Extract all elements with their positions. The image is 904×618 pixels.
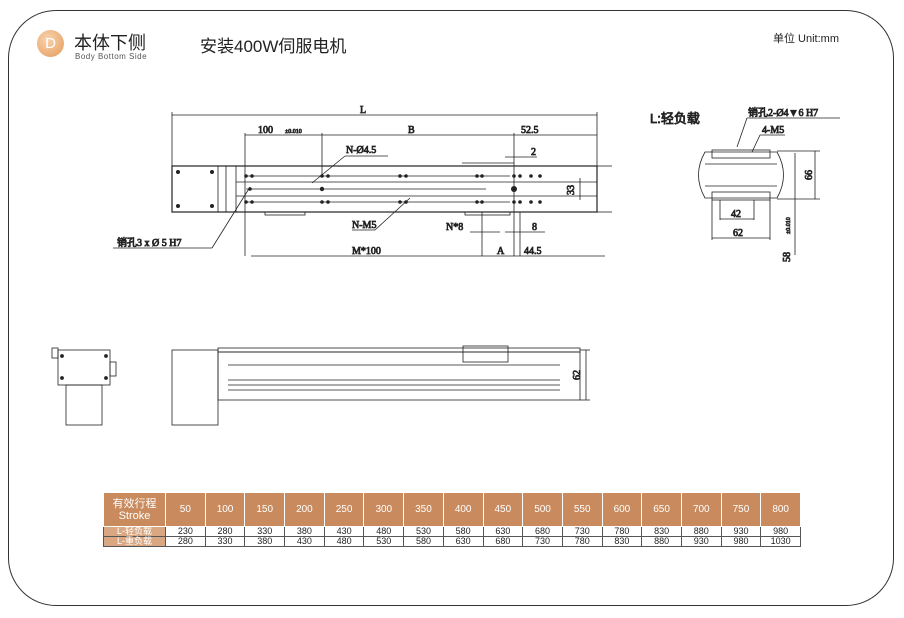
length-cell: 430: [284, 536, 325, 547]
dim-100: 100: [258, 125, 273, 136]
length-cell: 580: [403, 536, 444, 547]
stroke-cell: 800: [760, 492, 801, 527]
stroke-cell: 200: [284, 492, 325, 527]
length-cell: 680: [522, 526, 563, 537]
length-cell: 780: [601, 526, 643, 537]
end-view-title: L:轻负载: [650, 111, 700, 126]
length-cell: 880: [680, 526, 722, 537]
length-cell: 480: [323, 536, 365, 547]
stroke-cell: 600: [601, 492, 643, 527]
section-subtitle: Body Bottom Side: [75, 52, 148, 61]
side-view: [171, 345, 590, 426]
dim-58: 58: [782, 252, 793, 262]
stroke-cell: 750: [720, 492, 762, 527]
dim-A: A: [497, 246, 505, 257]
length-cell: 730: [522, 536, 563, 547]
length-cell: 630: [482, 526, 524, 537]
stroke-cell: 300: [363, 492, 405, 527]
length-cell: 630: [442, 536, 484, 547]
end-pin-label: 销孔2-Ø4▼6 H7: [748, 106, 818, 119]
section-title: 本体下侧: [74, 33, 146, 53]
length-cell: 780: [561, 536, 603, 547]
dim-42: 42: [731, 209, 741, 220]
dim-66: 66: [804, 170, 815, 180]
length-cell: 580: [442, 526, 484, 537]
stroke-cell: 550: [561, 492, 603, 527]
section-badge: D: [37, 30, 64, 57]
dim-100-tolerance: ±0.010: [285, 129, 302, 135]
length-cell: 380: [284, 526, 325, 537]
dim-52-5: 52.5: [521, 125, 539, 136]
stroke-cell: 100: [204, 492, 246, 527]
length-cell: 330: [244, 526, 286, 537]
top-view: [113, 112, 612, 257]
end-view-right: [698, 117, 840, 255]
stroke-cell: 50: [165, 492, 206, 527]
stroke-cell: 500: [522, 492, 563, 527]
label-n-m5: N-M5: [352, 220, 376, 231]
stroke-header-en: Stroke: [118, 509, 151, 522]
dim-8: 8: [532, 222, 537, 233]
length-cell: 280: [165, 536, 206, 547]
length-cell: 980: [760, 526, 801, 537]
length-cell: 530: [403, 526, 444, 537]
length-cell: 980: [720, 536, 762, 547]
stroke-cell: 350: [403, 492, 444, 527]
label-n-hole: N-Ø4.5: [346, 145, 376, 156]
length-cell: 330: [204, 536, 246, 547]
length-cell: 880: [641, 536, 682, 547]
dim-m100: M*100: [352, 246, 381, 257]
unit-label: 单位 Unit:mm: [773, 33, 839, 45]
length-cell: 230: [165, 526, 206, 537]
length-cell: 830: [601, 536, 643, 547]
end-view-left: [51, 347, 117, 426]
stroke-cell: 400: [442, 492, 484, 527]
dim-44-5: 44.5: [524, 246, 542, 257]
label-n8: N*8: [446, 222, 463, 233]
length-cell: 280: [204, 526, 246, 537]
length-cell: 530: [363, 536, 405, 547]
row-label: L-轻负载: [103, 526, 166, 537]
dim-L: L: [360, 105, 366, 116]
stroke-cell: 700: [680, 492, 722, 527]
dim-B: B: [408, 125, 415, 136]
dim-side-62: 62: [572, 370, 583, 380]
length-cell: 930: [720, 526, 762, 537]
dim-33: 33: [566, 185, 577, 195]
length-cell: 430: [323, 526, 365, 537]
length-cell: 380: [244, 536, 286, 547]
length-cell: 480: [363, 526, 405, 537]
page-frame: [8, 10, 894, 606]
product-title: 安装400W伺服电机: [200, 37, 347, 56]
stroke-cell: 250: [323, 492, 365, 527]
end-m5-label: 4-M5: [762, 125, 784, 136]
length-cell: 730: [561, 526, 603, 537]
length-cell: 680: [482, 536, 524, 547]
stroke-cell: 650: [641, 492, 682, 527]
dim-58-tolerance: ±0.010: [786, 217, 792, 234]
dim-end-62: 62: [733, 228, 743, 239]
length-cell: 930: [680, 536, 722, 547]
length-cell: 1030: [760, 536, 801, 547]
stroke-header-cn: 有效行程: [112, 497, 157, 510]
dim-2: 2: [531, 147, 536, 158]
length-cell: 830: [641, 526, 682, 537]
row-label: L-重负载: [103, 536, 166, 547]
stroke-cell: 450: [482, 492, 524, 527]
stroke-cell: 150: [244, 492, 286, 527]
label-pin-holes: 销孔3 x Ø 5 H7: [117, 236, 181, 249]
